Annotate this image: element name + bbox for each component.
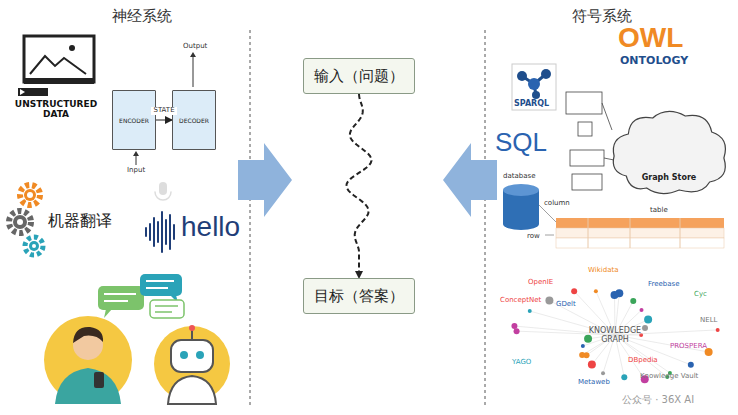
divider [485, 30, 486, 408]
knowledge-graph [511, 288, 719, 383]
chat-illustration [44, 274, 230, 404]
process-box: ENCODER [112, 90, 156, 150]
label: PROSPERA [670, 342, 707, 350]
node-text: ENCODER [119, 117, 149, 124]
database-icon [503, 184, 724, 248]
label: Output [183, 42, 207, 50]
node-text: 输入（问题） [314, 67, 404, 86]
label: GDelt [556, 300, 576, 308]
label: ConceptNet [500, 296, 541, 304]
node-text: 目标（答案） [314, 287, 404, 306]
label: OWL [618, 22, 683, 54]
label: UNSTRUCTURED DATA [14, 99, 98, 120]
edge-label: STATE [151, 107, 176, 115]
cloud-node: Graph Store [608, 106, 730, 196]
label: Freebase [648, 280, 680, 288]
label: Metaweb [578, 378, 610, 386]
connector [346, 94, 371, 278]
label: ONTOLOGY [620, 55, 688, 68]
label: SPARQL [514, 99, 549, 108]
monitor-icon [18, 36, 94, 96]
cloud-outline [608, 106, 730, 196]
label: row [527, 232, 540, 240]
watermark: 公众号 · 36X AI [622, 394, 694, 406]
label: NELL [700, 316, 717, 324]
label: column [544, 199, 570, 207]
label: hello [181, 211, 240, 243]
label: table [650, 206, 668, 214]
label: KNOWLEDGE GRAPH [580, 326, 650, 344]
process-box: 输入（问题） [303, 58, 415, 94]
gear-icon [9, 185, 43, 255]
leader-arrow [136, 155, 137, 165]
sound-wave [146, 182, 174, 252]
label: OpenIE [528, 278, 553, 286]
connector [156, 120, 172, 121]
divider [250, 30, 251, 408]
big-arrow [443, 143, 497, 217]
label: Input [127, 166, 145, 174]
label: DBpedia [628, 356, 658, 364]
process-box: DECODER [172, 90, 216, 150]
node-text: Graph Store [642, 173, 697, 182]
sparql-logo [512, 64, 556, 110]
leader-arrow [193, 56, 194, 87]
process-box: 目标（答案） [303, 278, 415, 314]
label: Wikidata [588, 266, 618, 274]
label: Knowledge Vault [640, 372, 698, 380]
big-arrow [238, 143, 292, 217]
label: SQL [495, 128, 547, 158]
label: 神经系统 [112, 8, 172, 25]
triple-sketch [566, 92, 614, 190]
label: database [503, 172, 535, 180]
label: YAGO [512, 358, 531, 366]
label: 机器翻译 [48, 212, 112, 230]
node-text: DECODER [179, 117, 209, 124]
label: Cyc [694, 290, 707, 298]
